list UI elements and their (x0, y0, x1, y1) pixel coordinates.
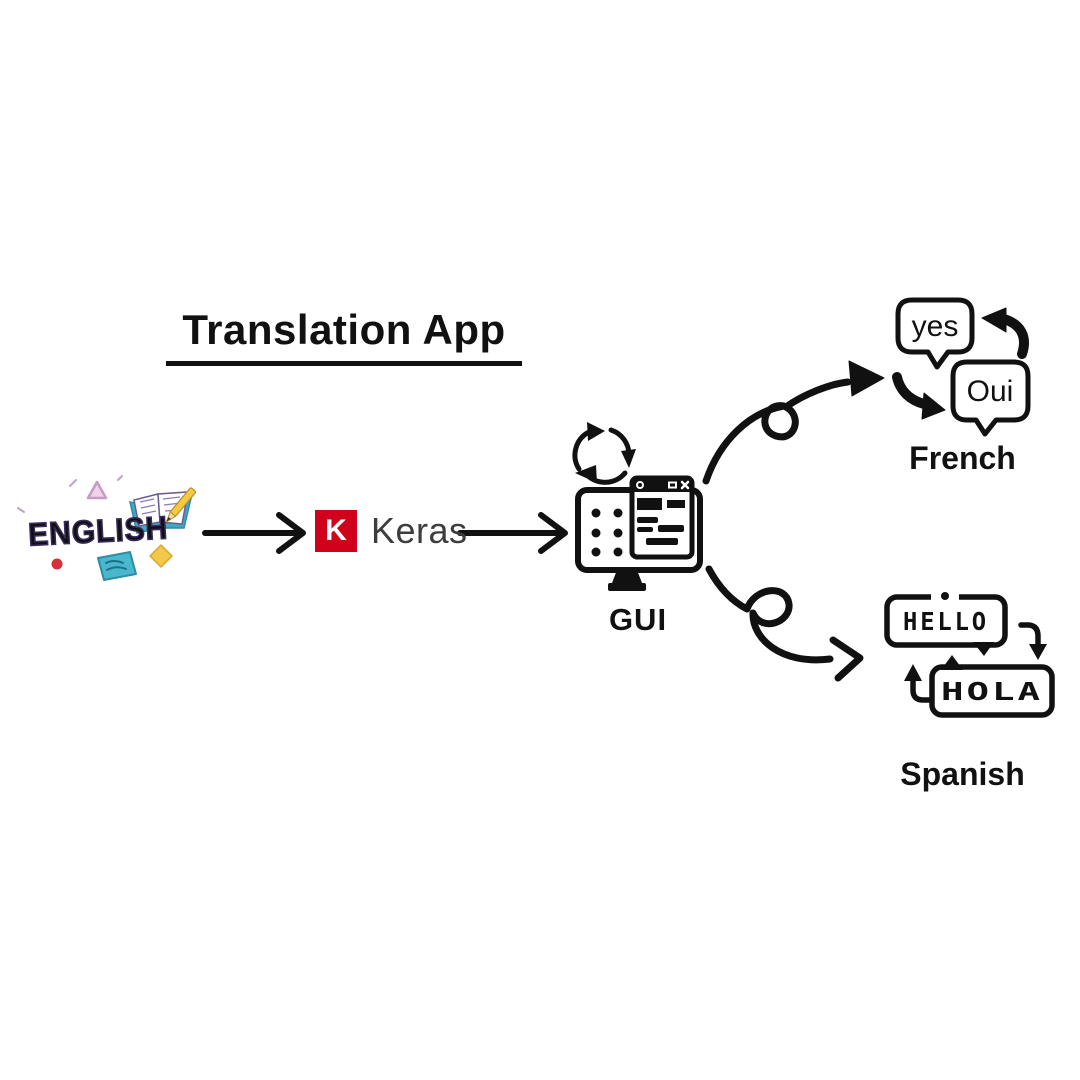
english-graphic: ENGLISH (17, 475, 197, 581)
french-icon: yes Oui (892, 297, 1031, 437)
arrow-keras-to-gui-icon (457, 512, 568, 554)
swap-arrow-down-icon (892, 372, 946, 420)
speech-bubble-oui-icon (950, 359, 1031, 437)
arrow-gui-to-spanish-icon (705, 565, 864, 682)
english-word: ENGLISH (27, 509, 169, 552)
french-target-word: Oui (967, 375, 1014, 408)
hola-box-icon: HELLO (884, 591, 1008, 656)
sparkle-lines-icon (17, 475, 123, 513)
spanish-target-word: HELLO (903, 607, 989, 636)
french-source-word: yes (912, 310, 959, 343)
window-close-icon (680, 480, 690, 490)
paper-sheet-icon (97, 551, 137, 581)
monitor-dots-icon (591, 508, 623, 557)
window-content-bars-icon (637, 498, 685, 545)
gui-icon (572, 422, 703, 591)
swap-arrow-up-icon (981, 307, 1029, 359)
app-window-icon (629, 475, 695, 560)
spanish-label: Spanish (900, 756, 1025, 792)
keras-k-icon: K (315, 510, 357, 552)
keras-wordmark: Keras (371, 510, 468, 551)
spanish-icon: HELLO HOLA (884, 591, 1055, 718)
arrow-english-to-keras-icon (202, 512, 306, 554)
keras-logo-letter: K (325, 514, 347, 547)
window-record-dot-icon (636, 481, 644, 489)
swap-arrow-down-icon (1018, 622, 1047, 660)
triangle-icon (86, 480, 108, 500)
refresh-icon (572, 422, 636, 485)
monitor-base-icon (608, 583, 646, 591)
book-icon (129, 487, 197, 534)
swap-arrow-up-icon (904, 664, 933, 703)
gui-label: GUI (608, 602, 668, 637)
red-dot-icon (51, 558, 63, 570)
hello-box-icon: HOLA (929, 655, 1055, 718)
arrow-gui-to-french-icon (702, 360, 885, 485)
french-label: French (909, 440, 1016, 476)
page-title: Translation App (144, 306, 544, 366)
page-title-text: Translation App (166, 306, 522, 366)
spanish-source-word: HOLA (941, 677, 1043, 706)
speech-bubble-yes-icon (895, 297, 975, 370)
keras-logo: K Keras (315, 510, 468, 552)
diamond-icon (149, 544, 173, 568)
monitor-stand-icon (612, 570, 642, 583)
window-minimize-icon (668, 481, 677, 489)
book-pencil-icon (165, 487, 197, 523)
